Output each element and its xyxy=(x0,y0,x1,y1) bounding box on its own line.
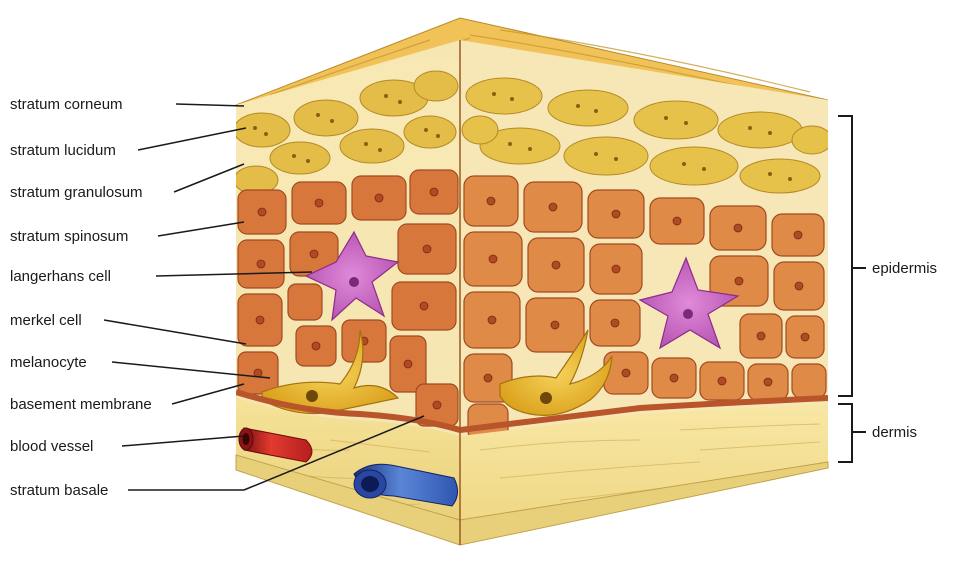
epidermis-bracket xyxy=(838,116,866,396)
label-blood-vessel: blood vessel xyxy=(10,438,93,455)
dermis-bracket xyxy=(838,404,866,462)
label-stratum-lucidum: stratum lucidum xyxy=(10,142,116,159)
label-stratum-corneum: stratum corneum xyxy=(10,96,123,113)
label-melanocyte: melanocyte xyxy=(10,354,87,371)
label-merkel-cell: merkel cell xyxy=(10,312,82,329)
label-basement-membrane: basement membrane xyxy=(10,396,152,413)
label-stratum-granulosum: stratum granulosum xyxy=(10,184,143,201)
left-face xyxy=(230,30,470,530)
right-face xyxy=(455,30,835,530)
brackets xyxy=(838,116,866,462)
label-stratum-spinosum: stratum spinosum xyxy=(10,228,128,245)
left-labels: stratum corneum stratum lucidum stratum … xyxy=(10,96,152,499)
label-epidermis: epidermis xyxy=(872,260,937,277)
label-dermis: dermis xyxy=(872,424,917,441)
skin-block xyxy=(230,18,835,545)
label-langerhans-cell: langerhans cell xyxy=(10,268,111,285)
label-stratum-basale: stratum basale xyxy=(10,482,108,499)
right-labels: epidermis dermis xyxy=(872,260,937,441)
